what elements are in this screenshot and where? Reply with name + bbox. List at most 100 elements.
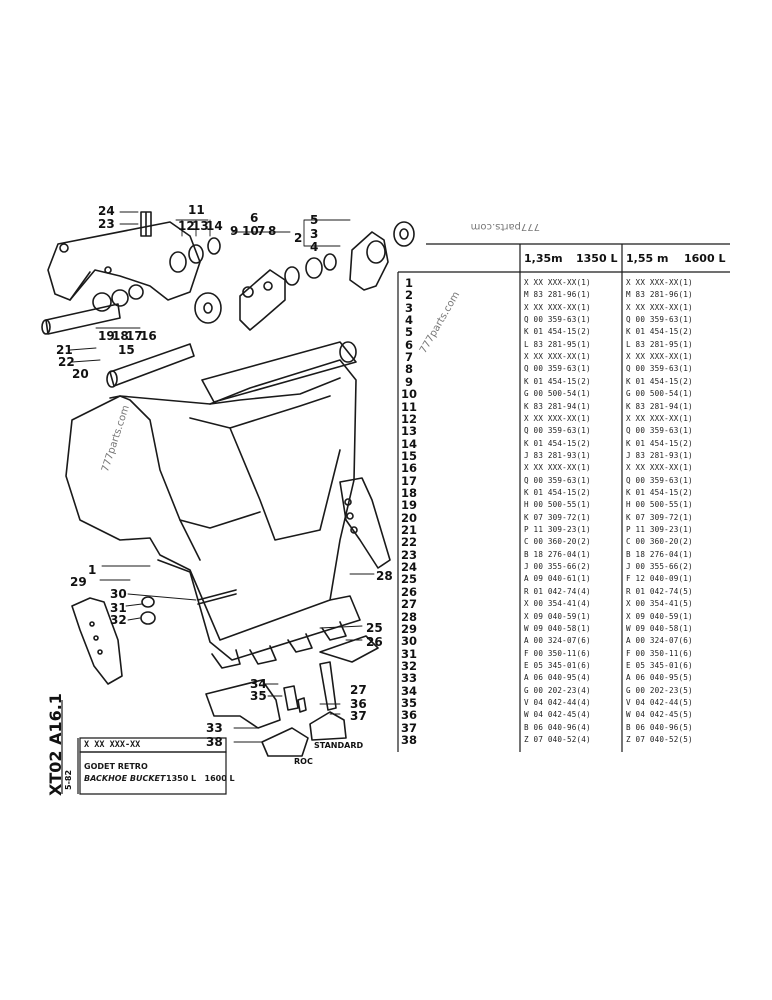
- part-number-1350: V 04 042-44(4): [524, 697, 591, 707]
- callout-30: 30: [110, 587, 127, 601]
- part-number-1350: K 01 454-15(2): [524, 376, 591, 386]
- header-volume-b: 1600 L: [684, 252, 726, 265]
- row-number: 37: [400, 720, 417, 735]
- cutting-edge: [157, 559, 361, 661]
- label-standard: STANDARD: [314, 741, 364, 750]
- part-number-1600: C 00 360-20(2): [626, 537, 693, 547]
- part-number-1600: R 01 042-74(5): [626, 586, 693, 596]
- part-number-1600: Q 00 359-63(1): [626, 426, 693, 436]
- part-number-1600: B 06 040-96(5): [626, 722, 693, 732]
- link-3: [349, 231, 389, 291]
- row-number: 23: [400, 547, 417, 562]
- row-number: 18: [400, 485, 417, 500]
- part-number-1600: X 00 354-41(5): [626, 599, 693, 609]
- part-number-1600: J 83 281-93(1): [626, 450, 693, 460]
- part-number-1350: J 83 281-93(1): [524, 450, 591, 460]
- row-number: 36: [400, 708, 417, 723]
- callout-22: 22: [58, 355, 75, 369]
- callout-31: 31: [110, 601, 127, 615]
- row-number: 8: [404, 362, 413, 377]
- part-number-1350: X XX XXX-XX(1): [524, 302, 591, 312]
- row-number: 30: [400, 634, 417, 649]
- row-number: 32: [400, 658, 417, 673]
- part-number-1600: K 01 454-15(2): [626, 376, 693, 386]
- row-number: 15: [400, 448, 417, 463]
- row-number: 27: [400, 597, 417, 612]
- adapter-33: [205, 679, 281, 729]
- part-number-1350: K 01 454-15(2): [524, 327, 591, 337]
- callout-13: 13: [192, 219, 209, 233]
- part-number-1350: W 09 040-58(1): [524, 623, 591, 633]
- callout-27: 27: [350, 683, 367, 697]
- part-number-1600: X XX XXX-XX(1): [626, 463, 693, 473]
- row-number: 22: [400, 535, 417, 550]
- row-number: 35: [400, 695, 417, 710]
- callout-19: 19: [98, 329, 115, 343]
- callout-2: 2: [294, 231, 303, 245]
- callout-32: 32: [110, 613, 127, 627]
- callout-34: 34: [250, 677, 267, 691]
- callout-16: 16: [140, 329, 157, 343]
- part-number-1600: Z 07 040-52(5): [626, 735, 693, 744]
- part-number-1600: M 83 281-96(1): [626, 290, 693, 300]
- part-number-1600: Q 00 359-63(1): [626, 315, 693, 325]
- part-number-1600: X 09 040-59(1): [626, 611, 693, 621]
- callout-5: 5: [310, 213, 319, 227]
- part-number-1350: Q 00 359-63(1): [524, 426, 591, 436]
- part-number-1600: G 00 500-54(1): [626, 389, 693, 399]
- part-number-1350: X XX XXX-XX(1): [524, 278, 591, 287]
- part-number-1600: Q 00 359-63(1): [626, 364, 693, 374]
- callout-6: 6: [250, 211, 259, 225]
- pin-21: [45, 303, 121, 335]
- part-number-1350: X XX XXX-XX(1): [524, 352, 591, 362]
- callout-24: 24: [98, 204, 115, 218]
- part-number-1600: E 05 345-01(6): [626, 660, 693, 670]
- side-cutter-29: [71, 597, 123, 685]
- part-number-1350: Z 07 040-52(4): [524, 735, 591, 744]
- callout-15: 15: [118, 343, 135, 357]
- callout-11: 11: [188, 203, 205, 217]
- part-number-1350: A 06 040-95(4): [524, 673, 591, 683]
- row-number: 14: [400, 436, 417, 451]
- part-number-1600: K 01 454-15(2): [626, 487, 693, 497]
- part-number-1350: A 09 040-61(1): [524, 574, 591, 584]
- part-number-1350: K 07 309-72(1): [524, 512, 591, 522]
- pin-20: [109, 343, 195, 387]
- part-number-1350: B 18 276-04(1): [524, 549, 591, 559]
- part-number-1350: E 05 345-01(6): [524, 660, 591, 670]
- title-code: X XX XXX-XX: [84, 740, 141, 750]
- part-number-1350: L 83 281-95(1): [524, 339, 591, 349]
- callout-17: 17: [126, 329, 143, 343]
- side-cutter-28: [339, 477, 391, 569]
- part-number-1600: X XX XXX-XX(1): [626, 352, 693, 362]
- row-number: 13: [400, 424, 417, 439]
- part-number-1350: H 00 500-55(1): [524, 500, 591, 510]
- label-roc: ROC: [294, 757, 313, 766]
- part-number-1600: L 83 281-95(1): [626, 339, 693, 349]
- row-number: 24: [400, 560, 417, 574]
- row-number: 20: [400, 510, 417, 525]
- part-number-1350: B 06 040-96(4): [524, 722, 591, 732]
- callout-3: 3: [310, 227, 319, 241]
- part-number-1600: V 04 042-44(5): [626, 697, 693, 707]
- edition-code: 5-82: [64, 769, 73, 790]
- part-number-1600: G 00 202-23(5): [626, 685, 693, 695]
- callout-9: 9: [230, 224, 239, 238]
- part-number-1350: K 01 454-15(2): [524, 438, 591, 448]
- row-number: 16: [400, 461, 417, 476]
- row-number: 28: [400, 609, 417, 624]
- row-number: 12: [400, 411, 417, 426]
- part-number-1600: P 11 309-23(1): [626, 525, 693, 534]
- part-number-1350: G 00 500-54(1): [524, 389, 591, 399]
- row-number: 11: [400, 399, 417, 414]
- row-number: 33: [400, 671, 417, 686]
- row-number: 4: [404, 313, 413, 328]
- row-number: 7: [404, 350, 413, 365]
- part-number-1350: X XX XXX-XX(1): [524, 463, 591, 473]
- link-plate: [47, 221, 201, 301]
- row-number: 29: [400, 621, 417, 636]
- tooth-26: [319, 635, 379, 663]
- part-number-1600: W 09 040-58(1): [626, 623, 693, 633]
- row-number: 2: [404, 288, 413, 303]
- tip-roc: [261, 727, 309, 757]
